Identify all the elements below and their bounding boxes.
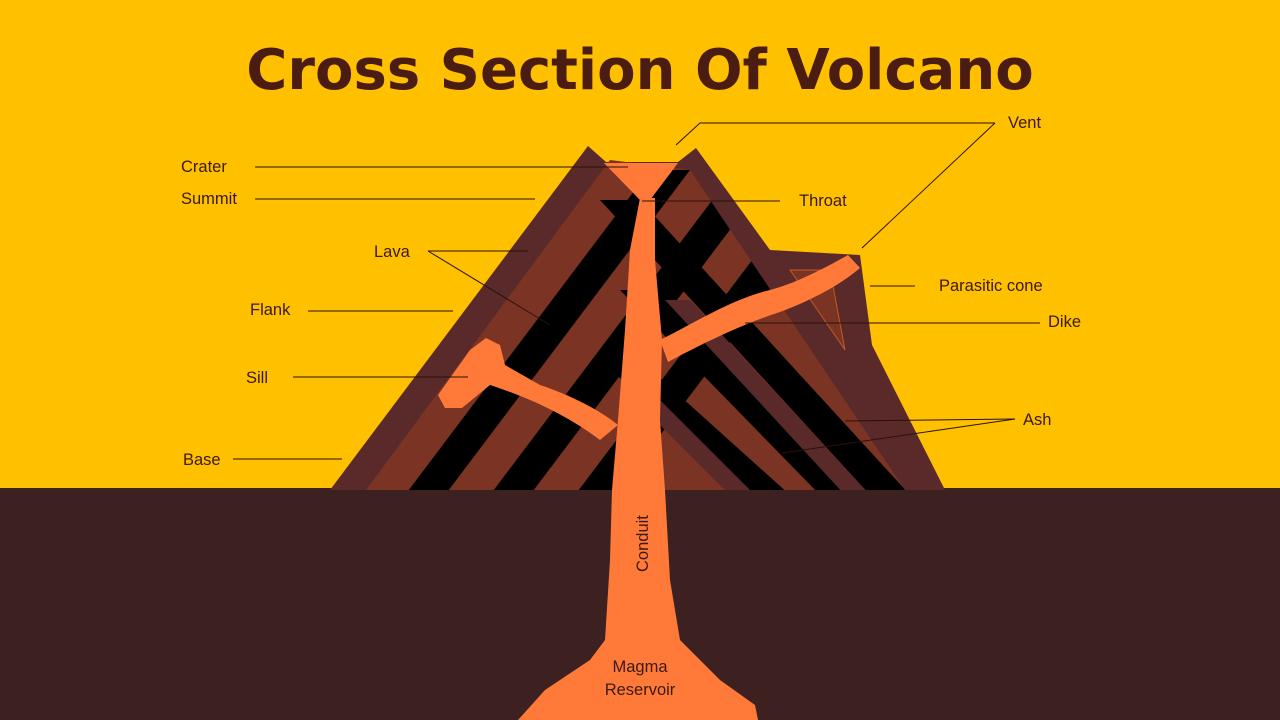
label-conduit: Conduit <box>634 515 652 572</box>
label-throat: Throat <box>799 192 847 210</box>
label-dike: Dike <box>1048 313 1081 331</box>
label-sill: Sill <box>246 369 268 387</box>
label-lava: Lava <box>374 243 411 261</box>
label-crater: Crater <box>181 158 227 176</box>
label-magma-reservoir-line2: Reservoir <box>605 681 676 699</box>
label-flank: Flank <box>250 301 291 319</box>
label-base: Base <box>183 451 221 469</box>
label-summit: Summit <box>181 190 237 208</box>
label-magma-reservoir-line1: Magma <box>612 658 668 676</box>
label-vent: Vent <box>1008 114 1041 132</box>
label-ash: Ash <box>1023 411 1051 429</box>
label-parasitic-cone: Parasitic cone <box>939 277 1043 295</box>
